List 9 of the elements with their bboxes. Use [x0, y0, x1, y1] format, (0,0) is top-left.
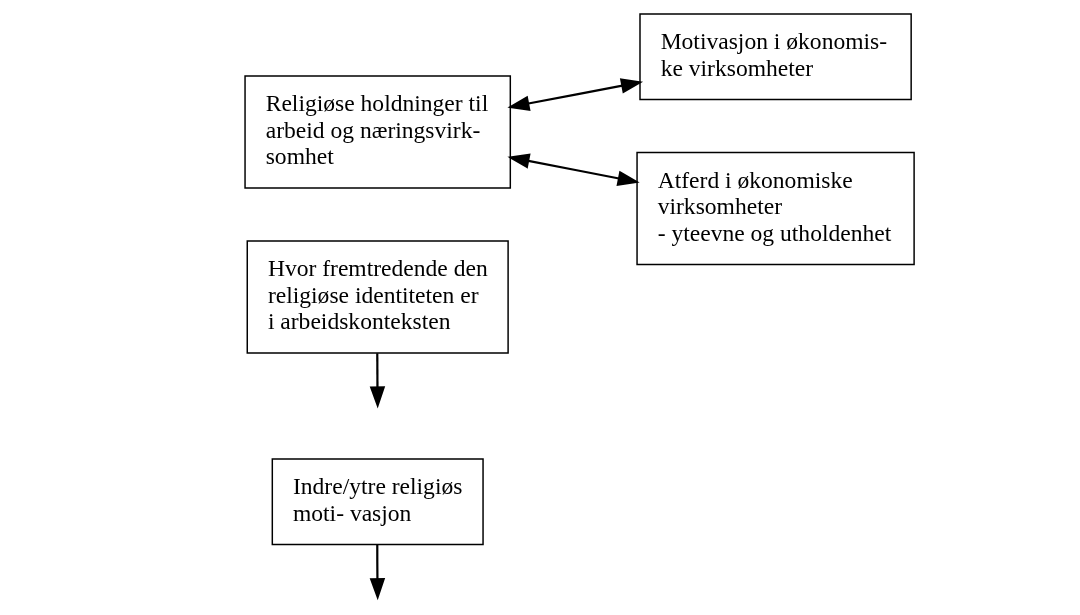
node-box: Indre/ytre religiøs moti- vasjon	[271, 458, 484, 546]
arrow	[369, 544, 386, 601]
node-box: Atferd i økonomiske virksomheter - yteevne og utholdenhet	[636, 151, 915, 266]
node-box: Motivasjon i økonomis- ke virksomheter	[639, 13, 912, 101]
node-box: Hvor fremtredende den religiøse identiteten er i arbeidskonteksten	[246, 240, 509, 354]
arrow	[507, 153, 640, 186]
arrow	[369, 353, 386, 409]
node-box: Religiøse holdninger til arbeid og næringsvirk- somhet	[244, 75, 512, 189]
arrow	[507, 78, 644, 111]
